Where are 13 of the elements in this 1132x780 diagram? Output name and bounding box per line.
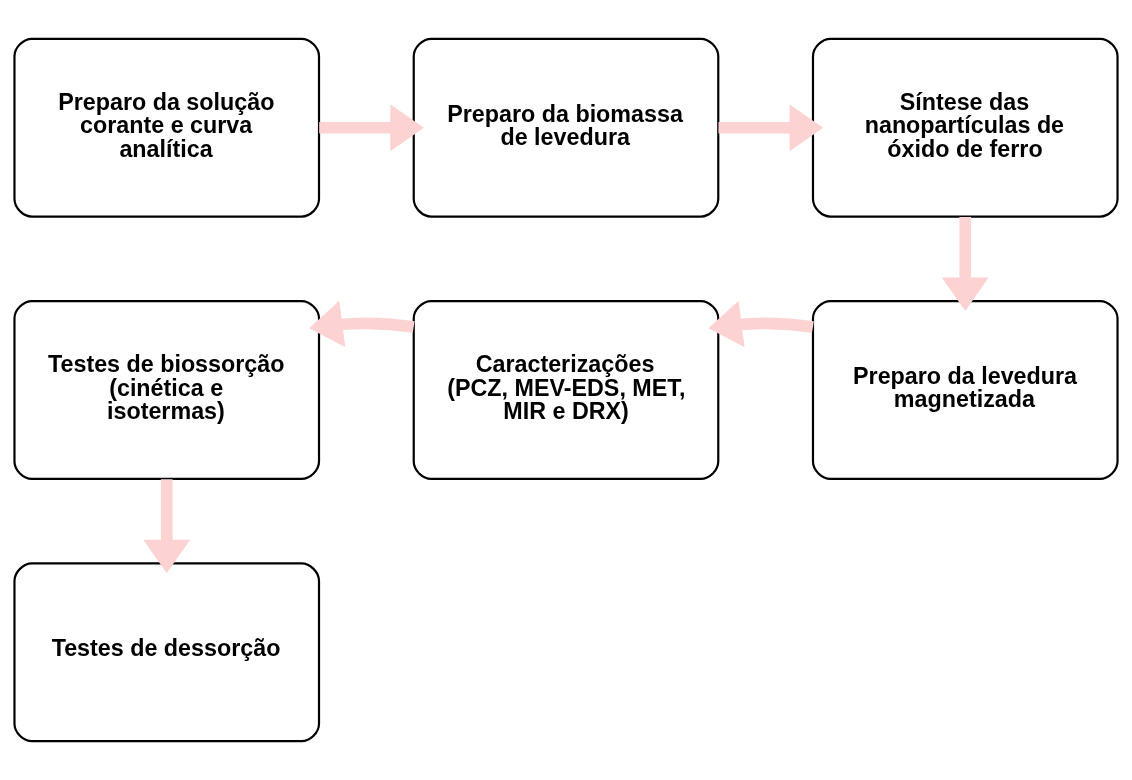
node-box: Preparo da levedura magnetizada xyxy=(811,300,1119,480)
node-box: Testes de dessorção xyxy=(13,562,321,743)
arrow xyxy=(941,217,989,311)
node-box: Síntese das nanopartículas de óxido de ferro xyxy=(811,37,1119,218)
node-box: Caracterizações (PCZ, MEV-EDS, MET, MIR e DRX) xyxy=(412,300,720,480)
arrow xyxy=(143,479,191,574)
node-box: Preparo da biomassa de levedura xyxy=(412,37,720,218)
arrow xyxy=(708,300,814,348)
node-box: Testes de biossorção (cinética e isotermas) xyxy=(13,300,321,480)
arrow xyxy=(309,300,415,348)
arrow xyxy=(319,104,424,152)
arrow xyxy=(718,104,824,152)
node-box: Preparo da solução corante e curva analítica xyxy=(13,37,321,218)
